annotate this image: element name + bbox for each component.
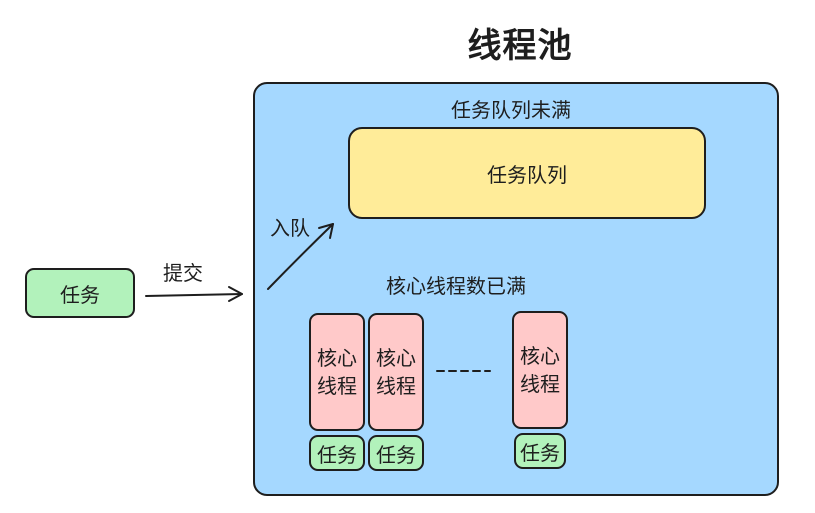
core-thread-line1: 核心 [520,344,560,368]
core-thread-line2: 线程 [520,372,560,396]
task-queue-box: 任务队列 [348,127,706,219]
thread-task-box: 任务 [368,435,424,471]
core-thread-line2: 线程 [376,374,416,398]
core-thread-line1: 核心 [317,346,357,370]
enqueue-label: 入队 [270,216,310,240]
core-thread-line1: 核心 [376,346,416,370]
thread-task-box: 任务 [514,433,566,469]
submit-arrow [145,286,243,302]
core-thread: 核心 线程 [368,313,424,431]
submit-label: 提交 [163,261,203,285]
external-task-box: 任务 [25,268,135,318]
enqueue-arrow [267,223,334,290]
core-status-label: 核心线程数已满 [386,274,526,298]
thread-task-box: 任务 [309,435,365,471]
core-thread: 核心 线程 [309,313,365,431]
queue-status-label: 任务队列未满 [451,98,571,122]
diagram-title: 线程池 [467,26,573,66]
core-thread-line2: 线程 [317,374,357,398]
core-thread: 核心 线程 [512,311,568,429]
